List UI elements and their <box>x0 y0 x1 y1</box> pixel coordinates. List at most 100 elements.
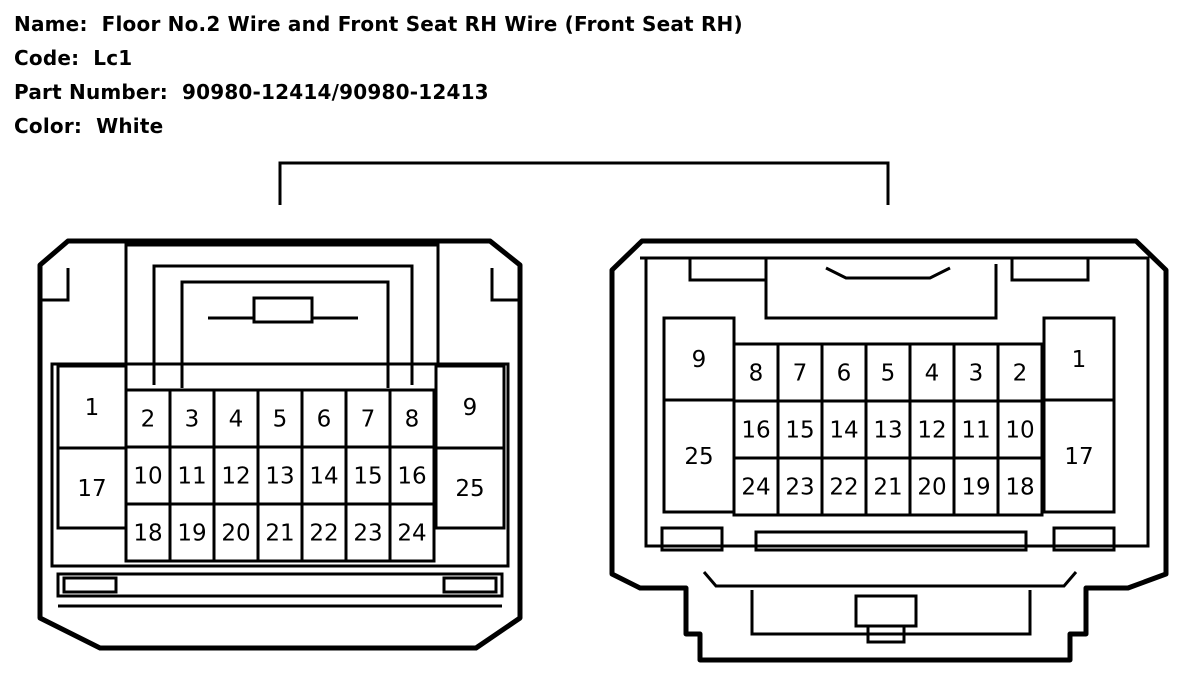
right-top-key <box>688 256 768 282</box>
part-number-value: 90980-12414/90980-12413 <box>181 80 489 104</box>
left-lock-arm <box>180 280 390 388</box>
left-pin-number: 19 <box>177 521 206 547</box>
left-pin-number: 13 <box>265 464 294 490</box>
name-value: Floor No.2 Wire and Front Seat RH Wire (… <box>101 12 743 36</box>
right-pin-cavity <box>776 456 824 517</box>
right-pin-number: 16 <box>741 418 770 444</box>
right-top-key <box>1010 256 1090 282</box>
left-pin-cavity <box>388 388 436 449</box>
right-top-recess <box>764 264 998 320</box>
right-pin-number: 10 <box>1005 418 1034 444</box>
right-pin-number: 8 <box>749 361 764 387</box>
right-pin-number: 13 <box>873 418 902 444</box>
right-pin-number: 22 <box>829 475 858 501</box>
right-pin-number: 9 <box>692 347 707 373</box>
color-label: Color: <box>14 114 83 138</box>
left-lock-inner <box>152 264 414 385</box>
left-pin-number: 14 <box>309 464 338 490</box>
right-pin-number: 24 <box>741 475 770 501</box>
right-bottom-lug <box>750 590 1032 636</box>
left-pin-number: 18 <box>133 521 162 547</box>
left-pin-number: 11 <box>177 464 206 490</box>
right-lug-tip <box>866 624 906 644</box>
left-pin-number: 16 <box>397 464 426 490</box>
right-pin-cavity <box>662 398 736 514</box>
right-pin-number: 5 <box>881 361 896 387</box>
left-pin-number: 7 <box>361 407 376 433</box>
right-pin-number: 18 <box>1005 475 1034 501</box>
left-bottom-slot <box>442 576 498 594</box>
name-line: Name: Floor No.2 Wire and Front Seat RH W… <box>14 12 743 36</box>
right-cavity-frame <box>640 256 1150 548</box>
left-pin-number: 17 <box>77 476 106 502</box>
code-value: Lc1 <box>93 46 133 70</box>
right-pin-cavity <box>952 456 1000 517</box>
left-pin-number: 5 <box>273 407 288 433</box>
left-side-notch <box>40 268 520 302</box>
right-pin-number: 3 <box>969 361 984 387</box>
right-pin-number: 19 <box>961 475 990 501</box>
color-line: Color: White <box>14 114 163 138</box>
right-pin-number: 1 <box>1072 347 1087 373</box>
right-bottom-rail <box>754 530 1028 552</box>
right-pin-cavity <box>996 399 1044 460</box>
left-pin-cavity <box>56 364 128 450</box>
left-pin-number: 10 <box>133 464 162 490</box>
right-pin-number: 20 <box>917 475 946 501</box>
left-pin-number: 25 <box>455 476 484 502</box>
right-connector-housing <box>609 238 1169 663</box>
left-pin-number: 9 <box>463 395 478 421</box>
name-label: Name: <box>14 12 88 36</box>
left-pin-number: 1 <box>85 395 100 421</box>
right-pin-number: 4 <box>925 361 940 387</box>
right-pin-number: 25 <box>684 444 713 470</box>
left-pin-number: 3 <box>185 407 200 433</box>
left-pin-number: 2 <box>141 407 156 433</box>
right-pin-number: 12 <box>917 418 946 444</box>
left-connector-housing <box>37 238 523 651</box>
left-bottom-rail <box>56 572 504 598</box>
left-pin-cavity <box>388 502 436 563</box>
right-pin-cavity <box>996 456 1044 517</box>
right-bottom-ledge <box>702 571 1078 588</box>
left-pin-cavity <box>300 502 348 563</box>
left-lock-frame <box>124 243 440 380</box>
left-pin-number: 24 <box>397 521 426 547</box>
left-cavity-frame <box>50 362 510 568</box>
right-bottom-slot <box>660 526 724 552</box>
left-pin-cavity <box>256 388 304 449</box>
left-pin-cavity <box>434 446 506 530</box>
left-pin-number: 6 <box>317 407 332 433</box>
right-pin-number: 17 <box>1064 444 1093 470</box>
right-pin-number: 2 <box>1013 361 1028 387</box>
left-pin-number: 21 <box>265 521 294 547</box>
right-pin-number: 14 <box>829 418 858 444</box>
right-bottom-slot <box>1052 526 1116 552</box>
left-pin-number: 8 <box>405 407 420 433</box>
right-pin-number: 6 <box>837 361 852 387</box>
left-pin-cavity <box>434 364 506 450</box>
right-pin-cavity <box>908 399 956 460</box>
right-pin-cavity <box>1042 398 1116 514</box>
left-pin-cavity <box>168 502 216 563</box>
left-pin-cavity <box>56 446 128 530</box>
left-lock-tab <box>252 296 314 324</box>
left-pin-number: 12 <box>221 464 250 490</box>
left-pin-number: 4 <box>229 407 244 433</box>
code-line: Code: Lc1 <box>14 46 132 70</box>
right-pin-cavity <box>908 342 956 403</box>
left-pin-number: 15 <box>353 464 382 490</box>
left-pin-number: 20 <box>221 521 250 547</box>
code-label: Code: <box>14 46 80 70</box>
right-pin-number: 23 <box>785 475 814 501</box>
right-pin-cavity <box>1042 316 1116 402</box>
part-number-line: Part Number: 90980-12414/90980-12413 <box>14 80 489 104</box>
color-value: White <box>96 114 164 138</box>
left-pin-number: 23 <box>353 521 382 547</box>
right-pin-cavity <box>662 316 736 402</box>
right-pin-number: 7 <box>793 361 808 387</box>
part-number-label: Part Number: <box>14 80 168 104</box>
